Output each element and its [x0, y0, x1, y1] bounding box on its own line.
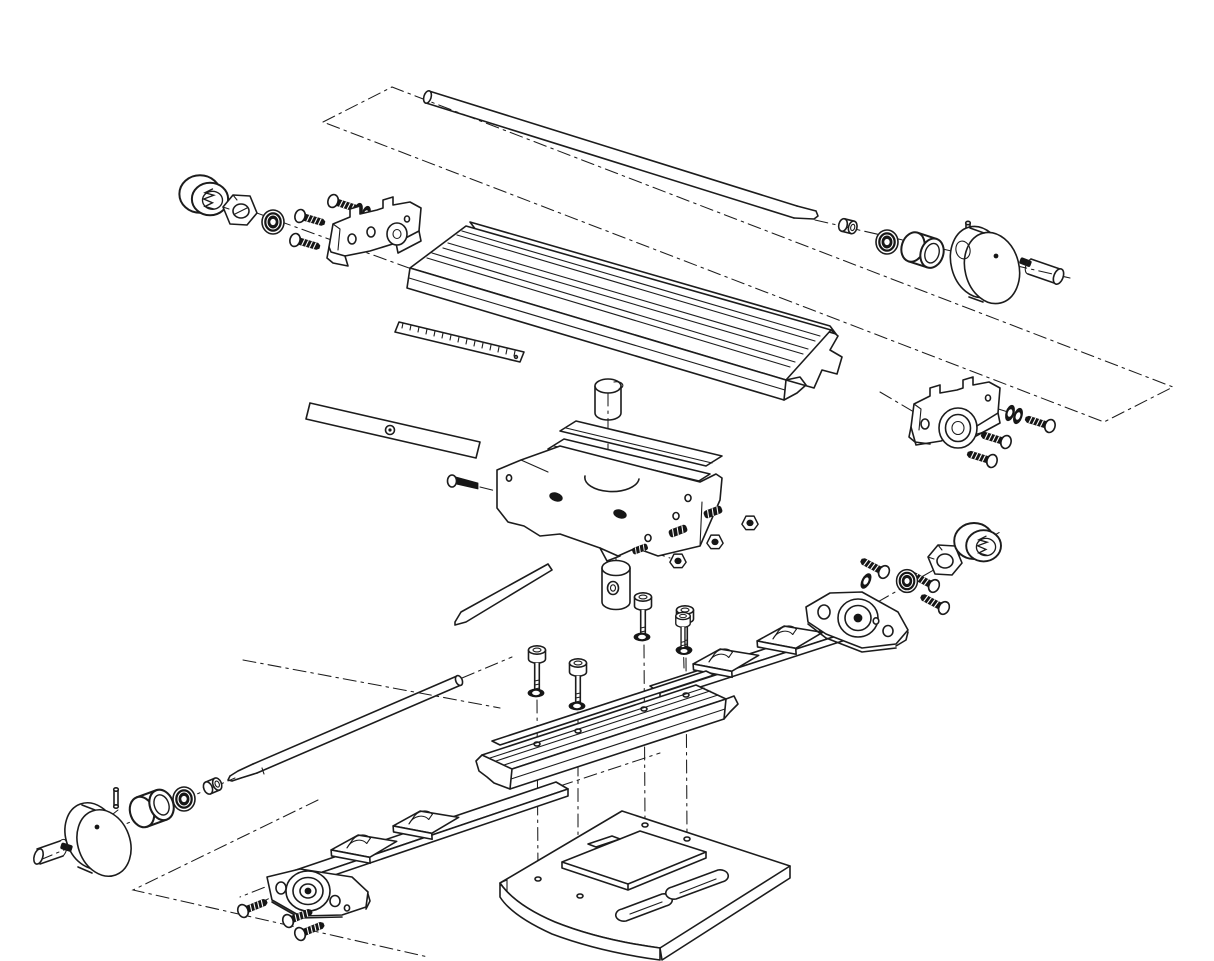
handle-right: Handwheel grip [1019, 257, 1065, 285]
gib-bar: Gib bar with hole [305, 402, 481, 459]
gib-strip: Gib strip [454, 563, 553, 626]
hex-nut-left: Hex nut [222, 194, 258, 226]
x-lead-screw: X-axis feed spindle (lead screw) [422, 89, 819, 220]
bearing-low-right: Thrust bearing [895, 568, 919, 594]
hex-nut-low-right: Hex nut [927, 544, 963, 576]
saddle-screw: Saddle adjusting screw [446, 474, 479, 490]
pin-left: Handle pin [112, 786, 120, 809]
handle-left: Handwheel grip [32, 838, 73, 865]
end-bracket-right: Right spindle end bracket [908, 376, 1001, 449]
y-rail: Y-axis slide rail [475, 670, 739, 790]
y-lead-screw: Y-axis feed spindle (lead screw) [227, 674, 464, 782]
handwheel-right: X-axis handwheel [949, 225, 1021, 305]
bearing-left: Thrust bearing [172, 786, 196, 812]
scale-ruler: Graduated scale strip [394, 321, 525, 363]
phantom-outline-top: Phantom outline of X-table travel [321, 86, 1175, 423]
nut-block-top: Spindle nut block (upper) [594, 378, 624, 421]
bearing-right: Thrust bearing [875, 229, 899, 255]
end-plate-left: Y-axis left end plate [266, 868, 371, 919]
end-plate-right: Y-axis right end plate [805, 591, 909, 653]
nut-block-bottom: Spindle nut block (lower) [601, 559, 631, 611]
base-plate: Base plate with clamping slots [499, 810, 791, 961]
end-bracket-left: Left spindle end bracket [326, 196, 422, 267]
milling-table: Milling table with T-slots (X slide) [406, 221, 843, 401]
saddle: Saddle / cross slide carriage [496, 420, 723, 562]
thrust-washer-left: Thrust bearing washer [261, 209, 285, 235]
phantom-outline-bottom: Phantom outline of Y-spindle position [131, 659, 501, 958]
